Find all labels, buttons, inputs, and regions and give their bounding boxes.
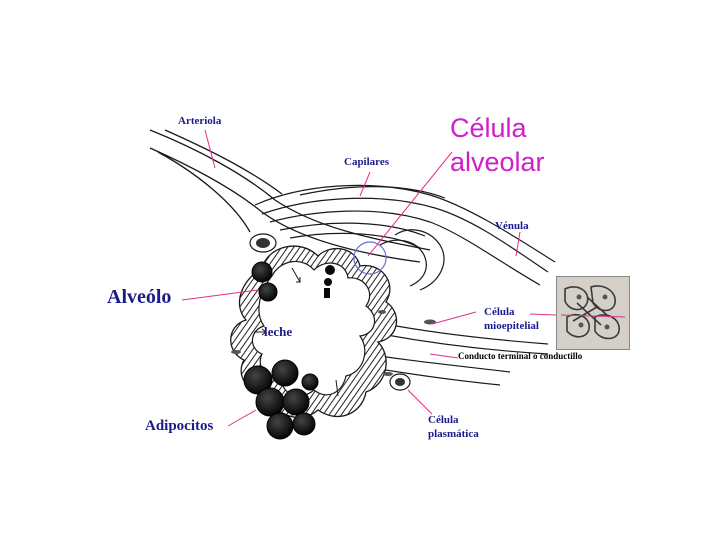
label-celula-mioepitelial-line1: Célula — [484, 306, 515, 318]
alveolar-cell-highlight — [353, 241, 387, 275]
label-alveolo: Alveólo — [107, 286, 172, 308]
arteriola-vessel — [149, 129, 431, 263]
label-conducto: Conducto terminal o conductillo — [458, 351, 583, 361]
label-arteriola: Arteriola — [178, 115, 222, 127]
leader-lines — [181, 129, 581, 427]
label-celula-mioepitelial-line2: mioepitelial — [484, 320, 539, 332]
label-capilares: Capilares — [344, 156, 390, 168]
label-venula: Vénula — [495, 220, 529, 232]
plasma-cell — [249, 233, 411, 391]
venula-vessel — [254, 184, 556, 291]
adipocytes-cluster — [243, 261, 319, 440]
secretory-cells — [324, 265, 335, 298]
label-celula-alveolar-line2: alveolar — [450, 147, 545, 177]
label-celula-plasmatica-line1: Célula — [428, 414, 459, 426]
micrograph-image — [556, 276, 630, 350]
label-celula-alveolar-line1: Célula — [450, 113, 527, 143]
label-leche: leche — [264, 324, 293, 339]
label-adipocitos: Adipocitos — [145, 418, 214, 434]
label-celula-plasmatica-line2: plasmática — [428, 428, 479, 440]
